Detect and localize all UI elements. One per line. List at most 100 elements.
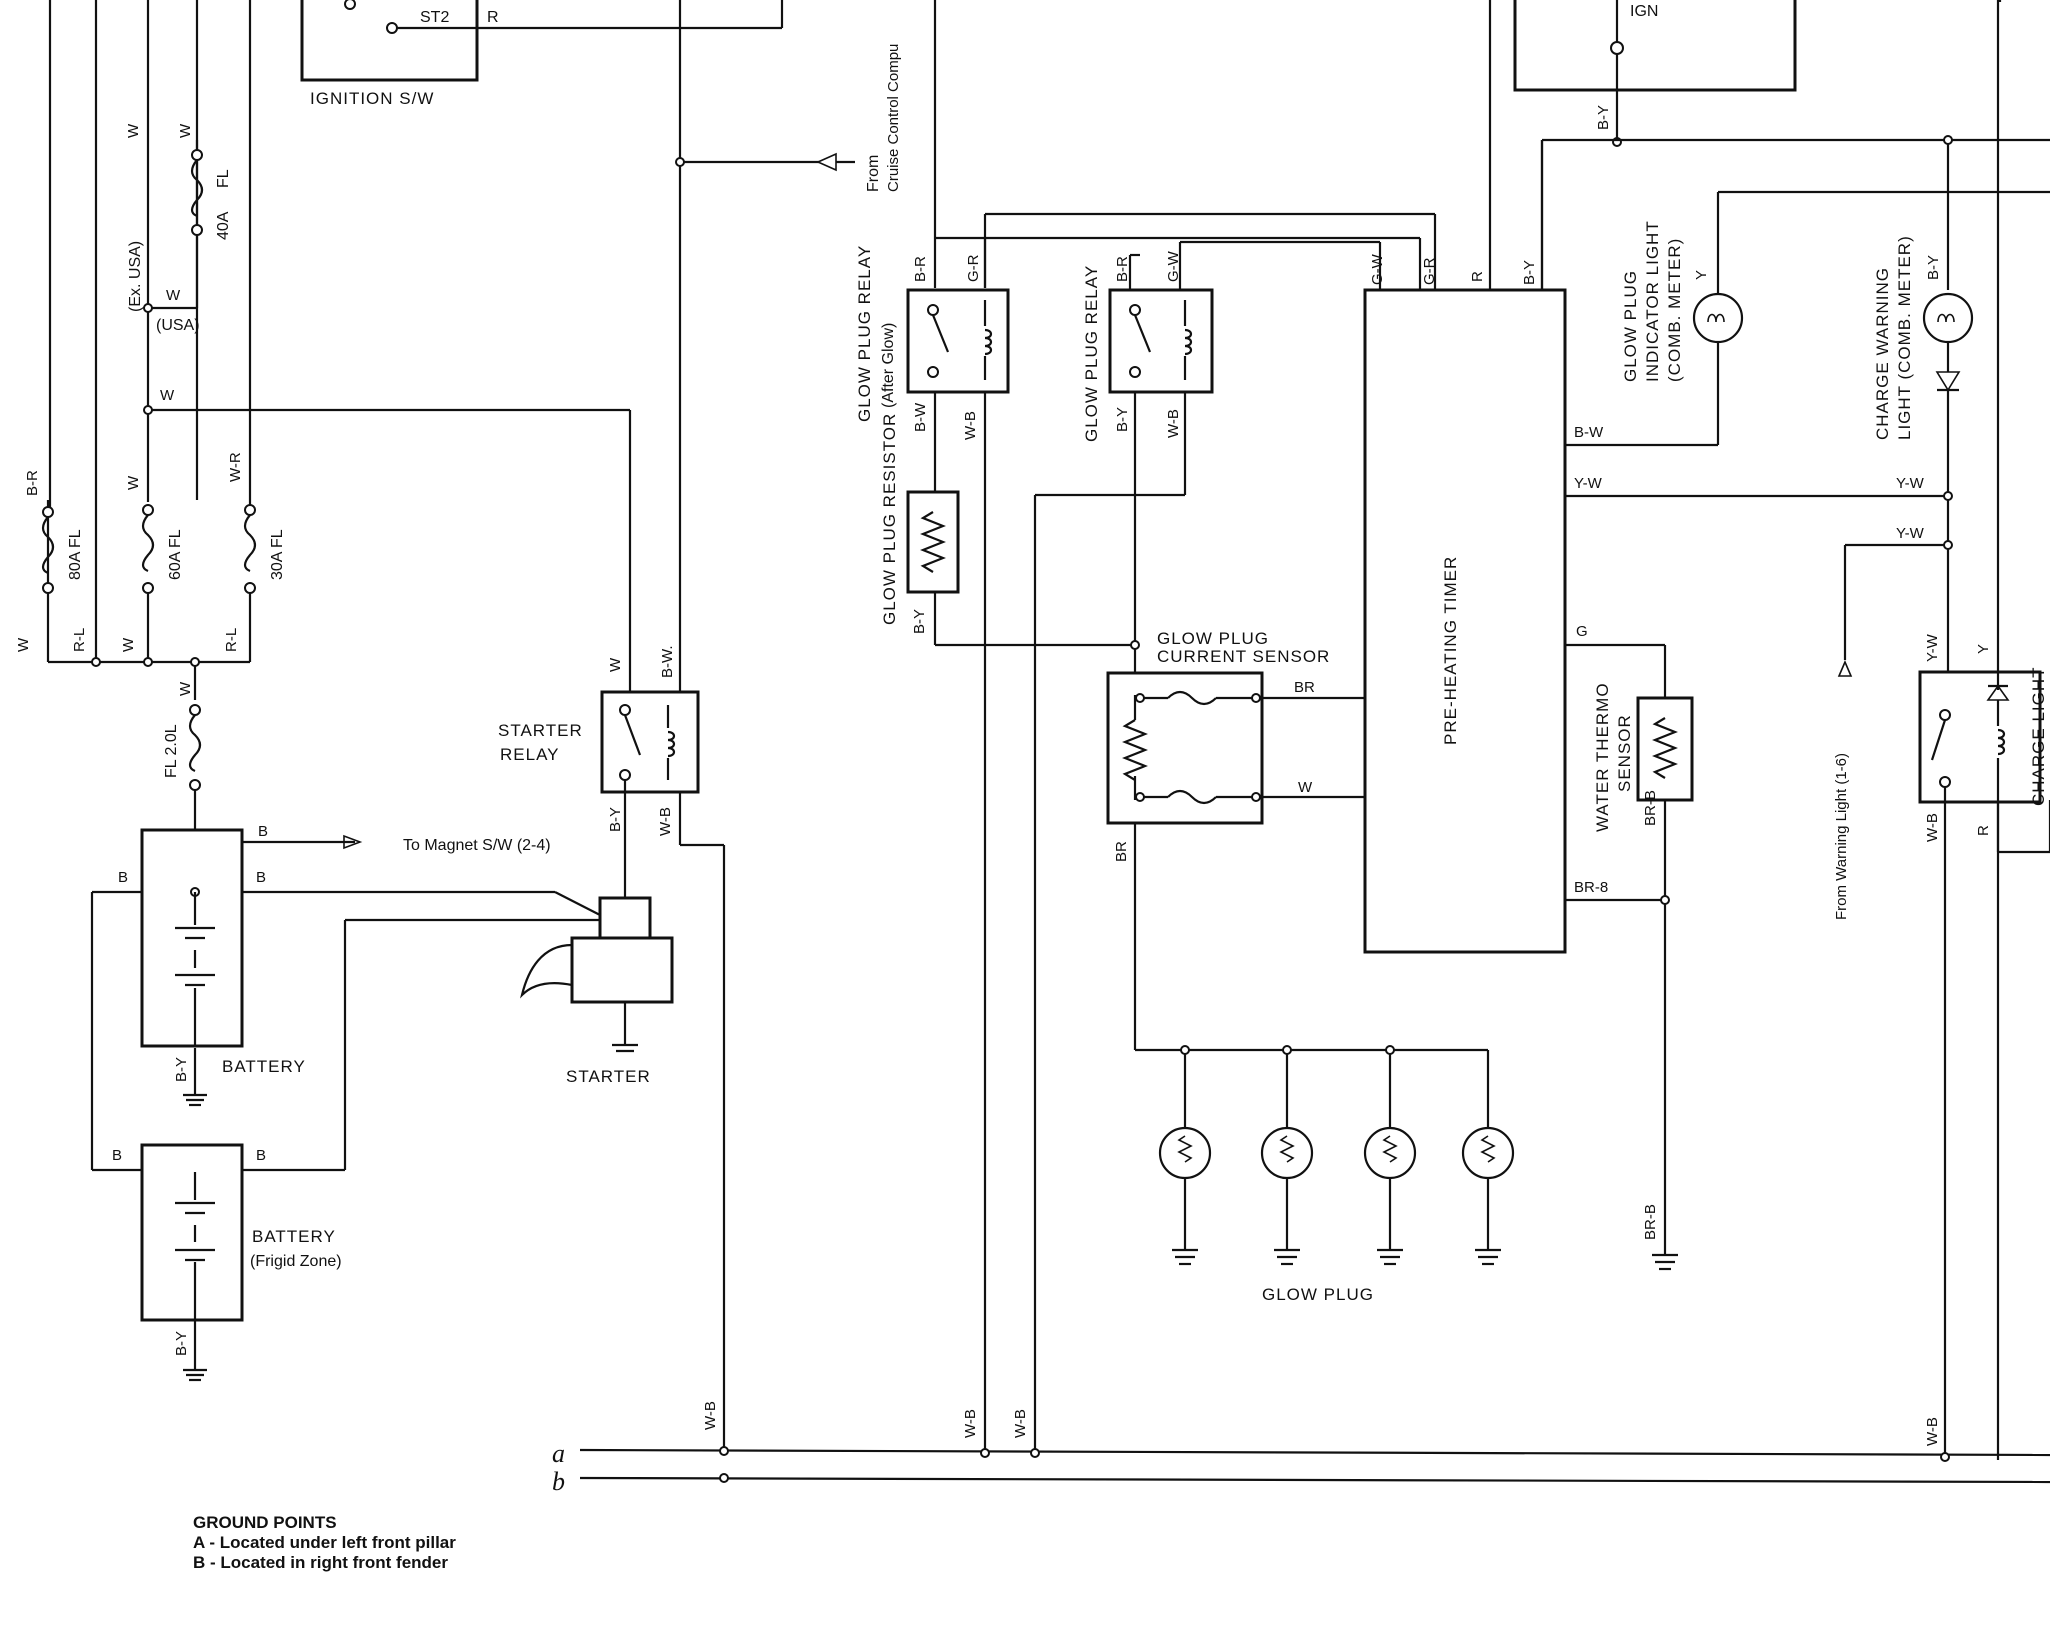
to-magnet-label: To Magnet S/W (2-4) — [403, 837, 551, 854]
wire-w-6: W — [15, 637, 32, 652]
wire-y-1: Y — [1693, 270, 1710, 280]
wire-b-5: B — [256, 1147, 266, 1164]
water-thermo-label-2: SENSOR — [1615, 714, 1634, 792]
fusible-link-30a — [243, 504, 257, 594]
fusible-link-80a — [41, 506, 55, 594]
wire-yw-3: Y-W — [1896, 525, 1925, 542]
battery-frigid-zone — [140, 1143, 244, 1382]
glow-plug-4 — [1461, 1126, 1515, 1266]
wire-by-1: B-Y — [173, 1057, 190, 1082]
ex-usa-label: (Ex. USA) — [127, 241, 144, 312]
fl80-label: 80A FL — [67, 529, 84, 580]
wire-bw-1: B-W. — [659, 646, 676, 679]
fuse-labels: FL 40A (Ex. USA) (USA) 80A FL 60A FL 30A… — [67, 169, 286, 778]
wire-brb-1: BR-B — [1642, 790, 1659, 826]
glow-plug-label: GLOW PLUG — [1262, 1285, 1374, 1304]
fl20-label: FL 2.0L — [163, 724, 180, 778]
wire-w-1: W — [125, 123, 142, 138]
ignition-switch-label: IGNITION S/W — [310, 89, 434, 108]
wire-y-2: Y — [1975, 644, 1992, 654]
wire-yw-1: Y-W — [1574, 475, 1603, 492]
wire-w-9: W — [607, 657, 624, 672]
wire-yw-4: Y-W — [1924, 633, 1941, 662]
timer-label: PRE-HEATING TIMER — [1441, 556, 1460, 745]
fusible-link-2-0l — [188, 704, 202, 791]
bus-a-label: a — [552, 1439, 565, 1468]
wire-b-2: B — [118, 869, 128, 886]
gp-indicator-label-1: GLOW PLUG — [1621, 270, 1640, 382]
battery-label: BATTERY — [222, 1057, 306, 1076]
wire-gw-1: G-W — [1165, 250, 1182, 282]
right-section-wiring — [1513, 0, 2050, 1460]
wire-by-2: B-Y — [173, 1331, 190, 1356]
glow-plug-resistor — [906, 490, 960, 594]
cruise-control-feed — [675, 152, 855, 172]
glow-plug-current-sensor — [1106, 671, 1264, 825]
power-feed-wiring — [46, 0, 632, 1370]
from-warning-label: From Warning Light (1-6) — [1833, 753, 1850, 920]
glow-plug-relay — [1108, 288, 1214, 394]
wire-b-3: B — [256, 869, 266, 886]
wire-w-10: W — [1298, 779, 1313, 796]
wire-by-6: B-Y — [1521, 260, 1538, 285]
legend-a: A - Located under left front pillar — [193, 1533, 456, 1552]
fusible-link-40a — [190, 149, 204, 236]
gp-relay-after-label-1: GLOW PLUG RELAY — [855, 245, 874, 422]
wire-gr-1: G-R — [965, 254, 982, 282]
wire-by-5: B-Y — [911, 609, 928, 634]
starter-relay-label-2: RELAY — [500, 745, 560, 764]
wire-gr-2: G-R — [1421, 257, 1438, 285]
ground-bus-labels: a b — [552, 1439, 565, 1496]
legend-b: B - Located in right front fender — [193, 1553, 448, 1572]
battery-frigid-label-1: BATTERY — [252, 1227, 336, 1246]
gp-indicator-label-3: (COMB. METER) — [1665, 238, 1684, 382]
charge-warning-label-1: CHARGE WARNING — [1873, 267, 1892, 440]
wire-br-1: B-R — [24, 470, 41, 496]
wire-wb-4: W-B — [1165, 409, 1182, 438]
wire-wb-3: W-B — [962, 411, 979, 440]
wire-gw-2: G-W — [1369, 253, 1386, 285]
wire-brb-2: BR-B — [1642, 1204, 1659, 1240]
wire-wb-8: W-B — [1924, 1417, 1941, 1446]
ground-points-legend: GROUND POINTS A - Located under left fro… — [193, 1513, 456, 1572]
glow-plug-3 — [1363, 1045, 1417, 1266]
fl40-amp-label: 40A — [215, 211, 232, 240]
charge-warning-label-2: LIGHT (COMB. METER) — [1895, 235, 1914, 440]
wire-wb-7: W-B — [1924, 813, 1941, 842]
ign-label: IGN — [1630, 3, 1658, 20]
from-cruise-label-2: Cruise Control Compu — [885, 44, 902, 192]
wire-w-5: W — [125, 475, 142, 490]
ignition-switch — [300, 0, 784, 700]
component-labels: IGNITION S/W ST2 R IGN STARTER RELAY STA… — [222, 3, 2048, 1304]
fl60-label: 60A FL — [167, 529, 184, 580]
wire-br-2: B-R — [912, 256, 929, 282]
glow-plug-relay-after-glow — [906, 288, 1010, 394]
wire-yw-2: Y-W — [1896, 475, 1925, 492]
starter-relay-label-1: STARTER — [498, 721, 583, 740]
water-thermo-label-1: WATER THERMO — [1593, 682, 1612, 832]
fusible-link-60a — [141, 504, 155, 594]
gp-sensor-label-2: CURRENT SENSOR — [1157, 647, 1330, 666]
wire-w-8: W — [177, 681, 194, 696]
starter-motor — [520, 896, 674, 1053]
wire-w-3: W — [166, 287, 181, 304]
gp-resistor-label: GLOW PLUG RESISTOR — [880, 413, 899, 625]
bus-b-label: b — [552, 1467, 565, 1496]
glow-plug-wiring — [933, 0, 1544, 1455]
glow-plug-2 — [1260, 1045, 1314, 1266]
wire-bw-2: B-W — [912, 402, 929, 432]
pre-heating-timer — [1363, 288, 1567, 954]
wire-g-1: G — [1576, 623, 1588, 640]
gp-sensor-label-1: GLOW PLUG — [1157, 629, 1269, 648]
wire-brs-2: BR — [1113, 841, 1130, 862]
wire-b-4: B — [112, 1147, 122, 1164]
wire-by-8: B-Y — [1925, 255, 1942, 280]
battery-main — [140, 828, 244, 1107]
ground-bus — [579, 1446, 2050, 1484]
wire-wb-1: W-B — [657, 807, 674, 836]
gp-relay-after-label-2: (After Glow) — [880, 323, 897, 408]
wire-r-2: R — [1469, 271, 1486, 282]
glow-plug-1 — [1158, 1045, 1212, 1266]
wire-color-labels: W W W W B-R W W-R W R-L W R-L W B B B B-… — [15, 105, 1992, 1446]
wire-w-4: W — [160, 387, 175, 404]
